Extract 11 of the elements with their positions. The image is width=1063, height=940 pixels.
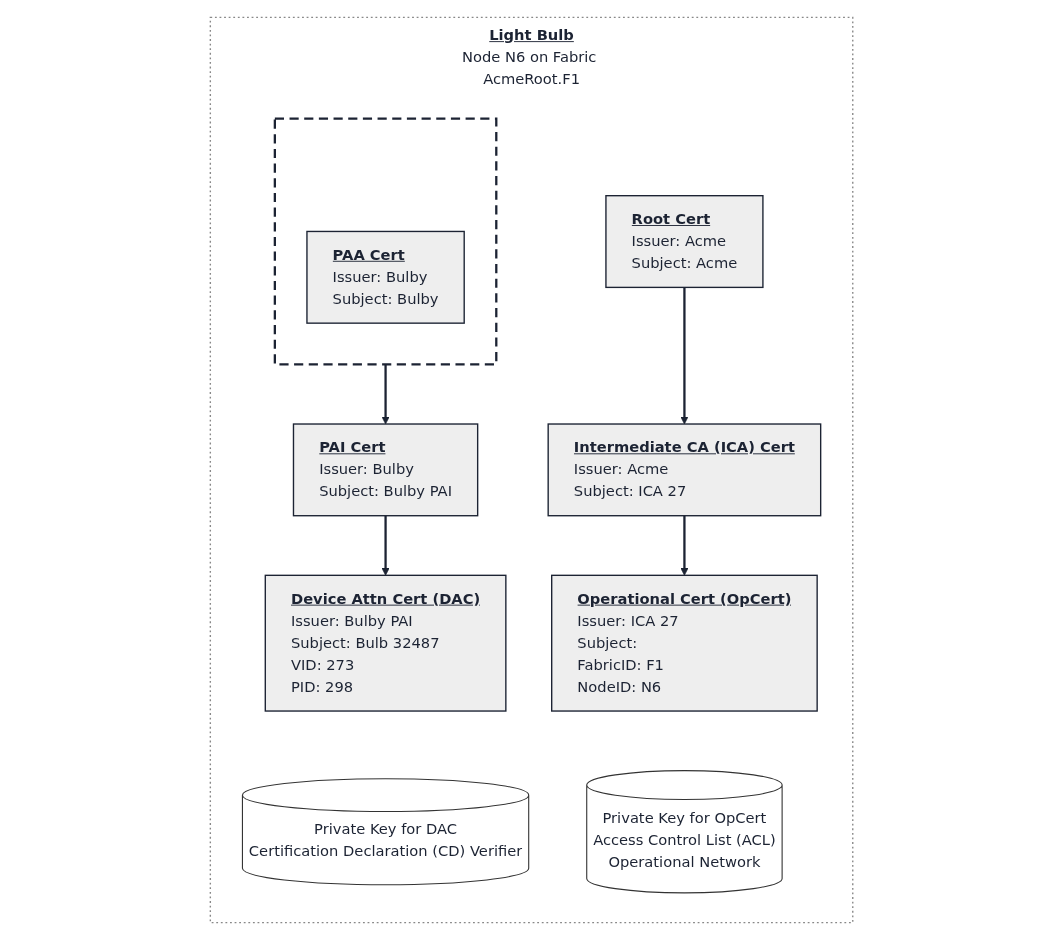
cluster xyxy=(273,117,498,366)
node-box: Operational Cert (OpCert) Issuer: ICA 27 Subject: FabricID: F1 NodeID: N6 xyxy=(550,574,818,712)
arrow xyxy=(680,515,689,576)
node-box: PAI Cert Issuer: Bulby Subject: Bulby PAI xyxy=(292,423,479,517)
node-box: Root Cert Issuer: Acme Subject: Acme xyxy=(605,195,764,289)
node-box: PAA Cert Issuer: Bulby Subject: Bulby xyxy=(306,230,465,324)
arrow xyxy=(381,515,390,576)
arrow xyxy=(680,287,689,425)
node-box: Device Attn Cert (DAC) Issuer: Bulby PAI Subject: Bulb 32487 VID: 273 PID: 298 xyxy=(264,574,507,712)
node-box: Intermediate CA (ICA) Cert Issuer: Acme Subject: ICA 27 xyxy=(547,423,822,517)
arrow xyxy=(381,364,390,425)
